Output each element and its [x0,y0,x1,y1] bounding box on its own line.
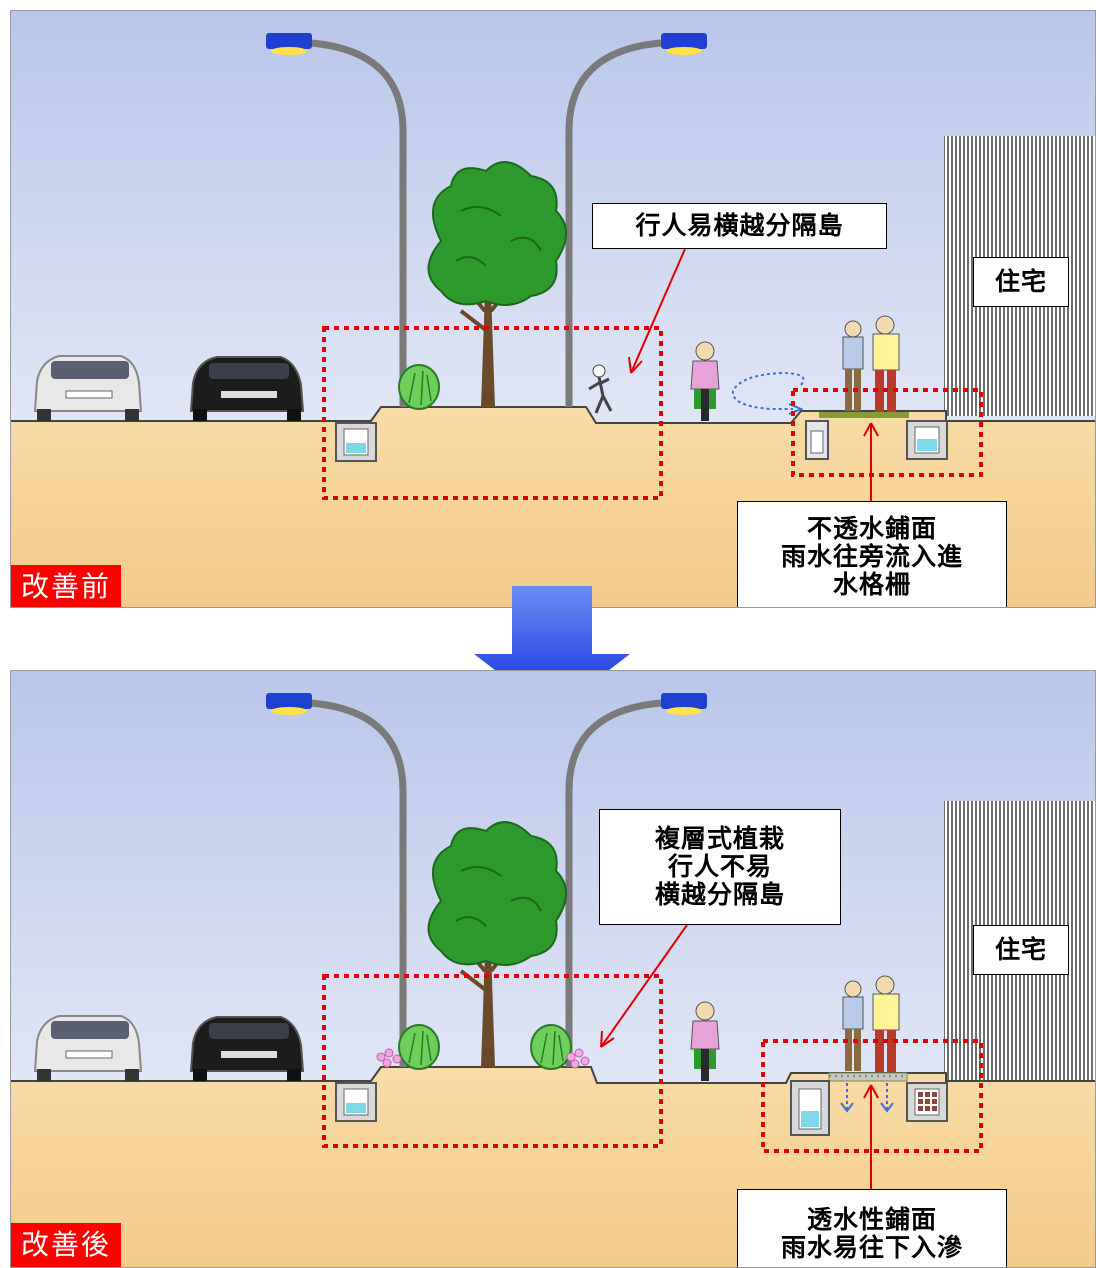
paving-callout-line-1: 透水性鋪面 [806,1205,937,1234]
median-highlight-box [322,326,663,500]
street-lamp-icon [266,693,407,1067]
permeable-paving [828,1072,908,1082]
sidewalk-highlight-box [761,1039,983,1153]
pedestrian-icon [872,975,900,1072]
shrub-icon [398,1024,440,1070]
drain-grate-icon [906,1082,948,1122]
panel-before: 行人易横越分隔島 住宅 不透水鋪面 雨水往旁流入進 水格柵 改善前 [10,10,1096,608]
shrub-icon [398,364,440,410]
paving-callout-line-2: 雨水易往下入滲 [780,1233,963,1262]
median-highlight-box [322,974,663,1148]
street-lamp-icon [565,693,707,1067]
drain-icon [906,420,948,460]
median-callout: 複層式植栽 行人不易 横越分隔島 [599,809,841,925]
median-pointer-line [600,924,688,1048]
paving-callout-line-1: 不透水鋪面 [806,514,937,543]
paving-callout-line-2: 雨水往旁流入進 [780,542,963,571]
car-icon [33,355,143,421]
flower-icon [376,1048,590,1069]
pedestrian-icon [588,364,613,414]
car-icon [33,1015,143,1081]
drain-icon [790,1080,830,1136]
drain-icon [805,420,829,460]
pedestrian-icon [872,315,900,412]
runoff-flow-arrow [731,371,805,410]
panel-after: 複層式植栽 行人不易 横越分隔島 住宅 透水性鋪面 雨水易往下入滲 改善後 [10,670,1096,1268]
median-pointer-line [630,248,686,374]
median-callout: 行人易横越分隔島 [592,203,887,249]
paving-callout: 透水性鋪面 雨水易往下入滲 [737,1189,1007,1267]
cyclist-icon [690,1001,720,1081]
median-callout-line-1: 複層式植栽 [654,824,785,853]
median-callout-text: 行人易横越分隔島 [635,211,844,240]
car-icon [189,356,305,421]
before-tag: 改善前 [11,565,122,607]
drain-icon [335,422,377,462]
house-label-text: 住宅 [994,935,1047,964]
after-scene [11,671,1095,1267]
pedestrian-icon [842,980,864,1071]
road-surface [11,1066,1095,1084]
road-surface [11,406,1095,424]
tree-icon [427,821,567,1067]
paving-pointer-arrowhead [863,1084,879,1099]
cyclist-icon [690,341,720,421]
impermeable-paving [819,412,909,418]
median-pointer-arrowhead [600,1030,615,1048]
house-label-text: 住宅 [994,267,1047,296]
paving-callout: 不透水鋪面 雨水往旁流入進 水格柵 [737,501,1007,607]
paving-callout-line-3: 水格柵 [832,570,911,599]
street-lamp-icon [565,33,707,407]
house-label: 住宅 [973,257,1069,307]
median-pointer-arrowhead [628,356,643,374]
infiltration-arrow-icon [840,1083,894,1113]
median-callout-line-2: 行人不易 [667,852,772,881]
house-label: 住宅 [973,925,1069,975]
shrub-icon [530,1024,572,1070]
street-lamp-icon [266,33,407,407]
after-tag: 改善後 [11,1223,122,1267]
drain-icon [335,1082,377,1122]
car-icon [189,1016,305,1081]
before-scene [11,11,1095,607]
median-callout-line-3: 横越分隔島 [654,880,785,909]
tree-icon [427,161,567,407]
paving-pointer-arrowhead [863,422,879,437]
sidewalk-highlight-box [791,388,983,477]
